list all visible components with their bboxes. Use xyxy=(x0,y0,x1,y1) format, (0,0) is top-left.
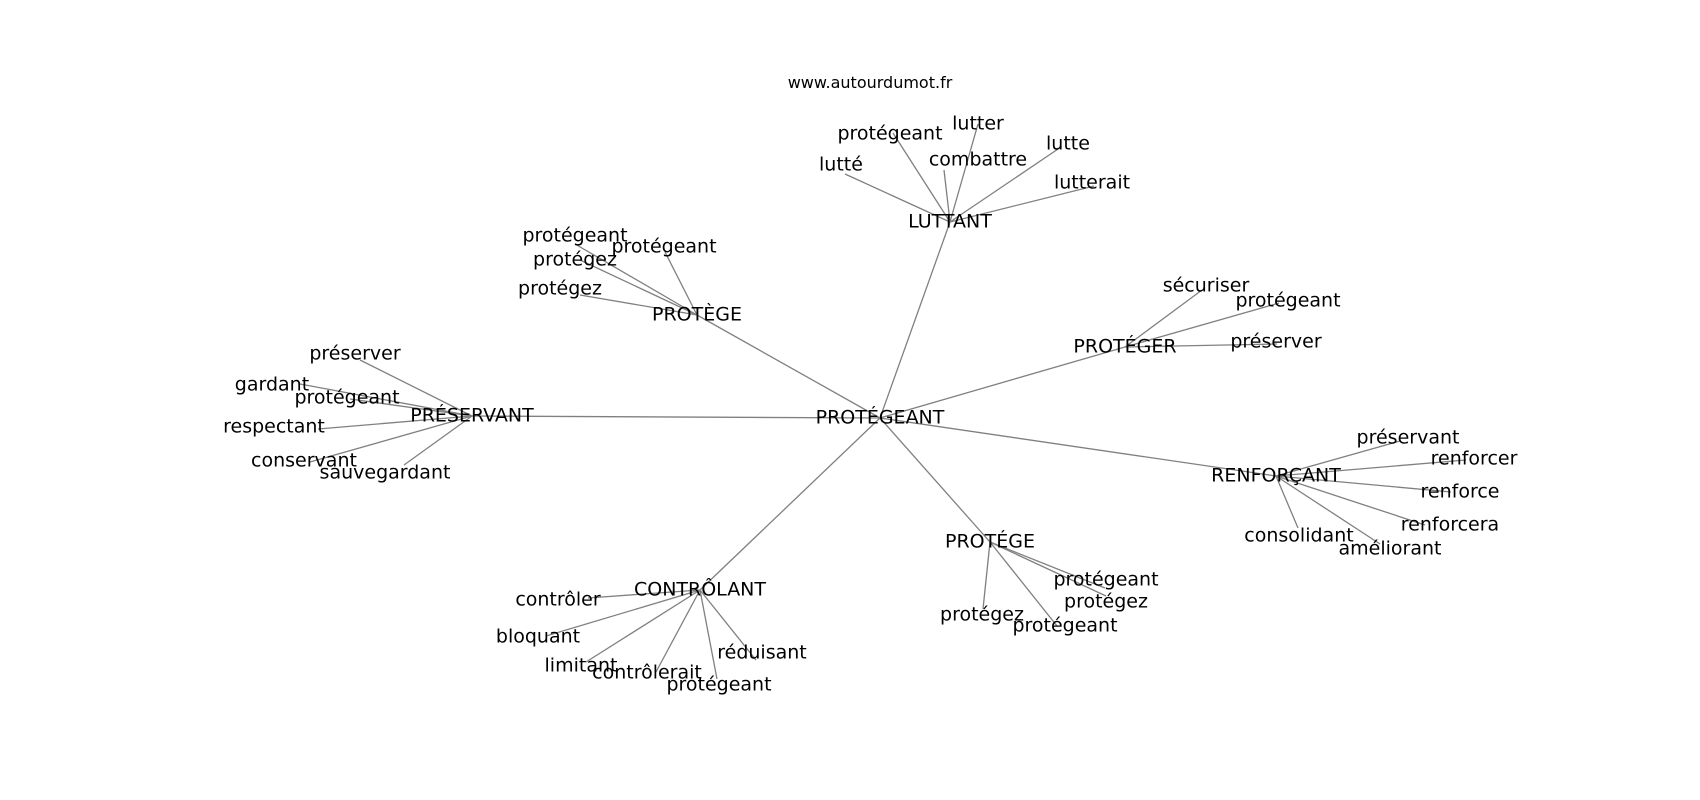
leaf-node-label: protégeant xyxy=(837,123,942,145)
leaf-node-label: préserver xyxy=(1230,331,1321,353)
edge-hub-to-leaf xyxy=(574,243,698,316)
leaf-node-label: protégeant xyxy=(522,225,627,247)
leaf-node-label: renforcer xyxy=(1431,448,1518,470)
leaf-node-label: bloquant xyxy=(496,626,580,648)
leaf-node-label: préservant xyxy=(1357,427,1460,449)
graph-edges xyxy=(299,123,1467,680)
leaf-node-label: combattre xyxy=(929,149,1027,171)
edge-hub-to-leaf xyxy=(1275,475,1299,529)
edge-hub-to-leaf xyxy=(655,589,701,673)
edge-hub-to-leaf xyxy=(1275,440,1401,477)
edge-hub-to-leaf xyxy=(585,589,701,663)
edge-hub-to-leaf xyxy=(1275,475,1381,545)
leaf-node-label: respectant xyxy=(223,416,325,438)
edge-hub-to-leaf xyxy=(1124,302,1280,348)
edge-center-to-hub xyxy=(879,346,1126,419)
leaf-node-label: protégez xyxy=(940,604,1024,626)
leaf-node-label: réduisant xyxy=(717,642,807,664)
leaf-node-label: sauvegardant xyxy=(320,462,451,484)
leaf-node-label: sécuriser xyxy=(1163,275,1250,297)
edge-hub-to-leaf xyxy=(403,415,473,466)
edge-hub-to-leaf xyxy=(949,185,1095,223)
leaf-node-label: préserver xyxy=(309,343,400,365)
edge-hub-to-leaf xyxy=(579,259,698,316)
leaf-node-label: lutterait xyxy=(1054,172,1130,194)
leaf-node-label: conservant xyxy=(251,450,357,472)
hub-node-label: CONTRÔLANT xyxy=(634,577,766,601)
leaf-node-label: protégeant xyxy=(1235,290,1340,312)
leaf-node-label: protégeant xyxy=(611,236,716,258)
edge-hub-to-leaf xyxy=(1124,343,1278,348)
edge-hub-to-leaf xyxy=(949,146,1062,223)
leaf-node-label: protégeant xyxy=(294,387,399,409)
hub-node-label: LUTTANT xyxy=(908,211,992,233)
edge-hub-to-leaf xyxy=(699,589,718,680)
edge-hub-to-leaf xyxy=(844,173,951,223)
edge-hub-to-leaf xyxy=(1275,459,1467,477)
leaf-node-label: protégez xyxy=(1064,591,1148,613)
edge-hub-to-leaf xyxy=(1275,475,1452,493)
edge-hub-to-leaf xyxy=(699,589,757,661)
leaf-node-label: protégez xyxy=(518,278,602,300)
leaf-node-label: lutte xyxy=(1046,133,1090,155)
edge-center-to-hub xyxy=(879,417,1277,477)
edge-hub-to-leaf xyxy=(545,589,701,637)
edge-hub-to-leaf xyxy=(579,294,698,316)
edge-hub-to-leaf xyxy=(1124,289,1203,348)
center-node-label: PROTÉGEANT xyxy=(816,406,945,429)
edge-hub-to-leaf xyxy=(317,415,473,430)
leaf-node-label: limitant xyxy=(545,655,618,677)
leaf-node-label: lutter xyxy=(952,113,1004,135)
leaf-node-label: protégeant xyxy=(666,674,771,696)
edge-center-to-hub xyxy=(879,221,951,419)
hub-node-label: PROTÈGE xyxy=(652,303,742,326)
leaf-node-label: protégeant xyxy=(1053,569,1158,591)
edge-center-to-hub xyxy=(696,314,881,419)
leaf-node-label: contrôler xyxy=(515,589,601,611)
edge-hub-to-leaf xyxy=(359,359,473,417)
edge-hub-to-leaf xyxy=(892,132,951,223)
edge-hub-to-leaf xyxy=(989,541,1058,627)
edge-hub-to-leaf xyxy=(1275,475,1426,526)
edge-center-to-hub xyxy=(699,417,881,591)
edge-hub-to-leaf xyxy=(664,251,698,316)
leaf-node-label: lutté xyxy=(819,154,863,176)
leaf-node-label: renforcera xyxy=(1401,514,1499,536)
edge-hub-to-leaf xyxy=(299,383,473,417)
leaf-node-label: gardant xyxy=(235,374,309,396)
hub-node-label: PRÉSERVANT xyxy=(410,404,534,427)
leaf-node-label: consolidant xyxy=(1244,525,1353,547)
edge-hub-to-leaf xyxy=(587,589,701,599)
leaf-node-label: améliorant xyxy=(1339,538,1442,560)
edge-center-to-hub xyxy=(471,415,881,419)
edge-hub-to-leaf xyxy=(989,541,1107,597)
hub-node-label: RENFORÇANT xyxy=(1211,465,1341,487)
leaf-node-label: contrôlerait xyxy=(592,662,702,684)
leaf-node-label: renforce xyxy=(1421,481,1500,503)
edge-hub-to-leaf xyxy=(943,169,951,223)
hub-node-label: PROTÉGE xyxy=(945,530,1035,553)
edge-hub-to-leaf xyxy=(982,541,991,610)
site-url-label: www.autourdumot.fr xyxy=(788,73,953,92)
edge-hub-to-leaf xyxy=(349,398,473,417)
edge-hub-to-leaf xyxy=(309,415,473,463)
leaf-node-label: protégeant xyxy=(1012,615,1117,637)
edge-center-to-hub xyxy=(879,417,991,543)
hub-node-label: PROTÉGER xyxy=(1073,335,1176,358)
edge-hub-to-leaf xyxy=(949,123,979,223)
leaf-node-label: protégez xyxy=(533,249,617,271)
edge-hub-to-leaf xyxy=(989,541,1106,589)
